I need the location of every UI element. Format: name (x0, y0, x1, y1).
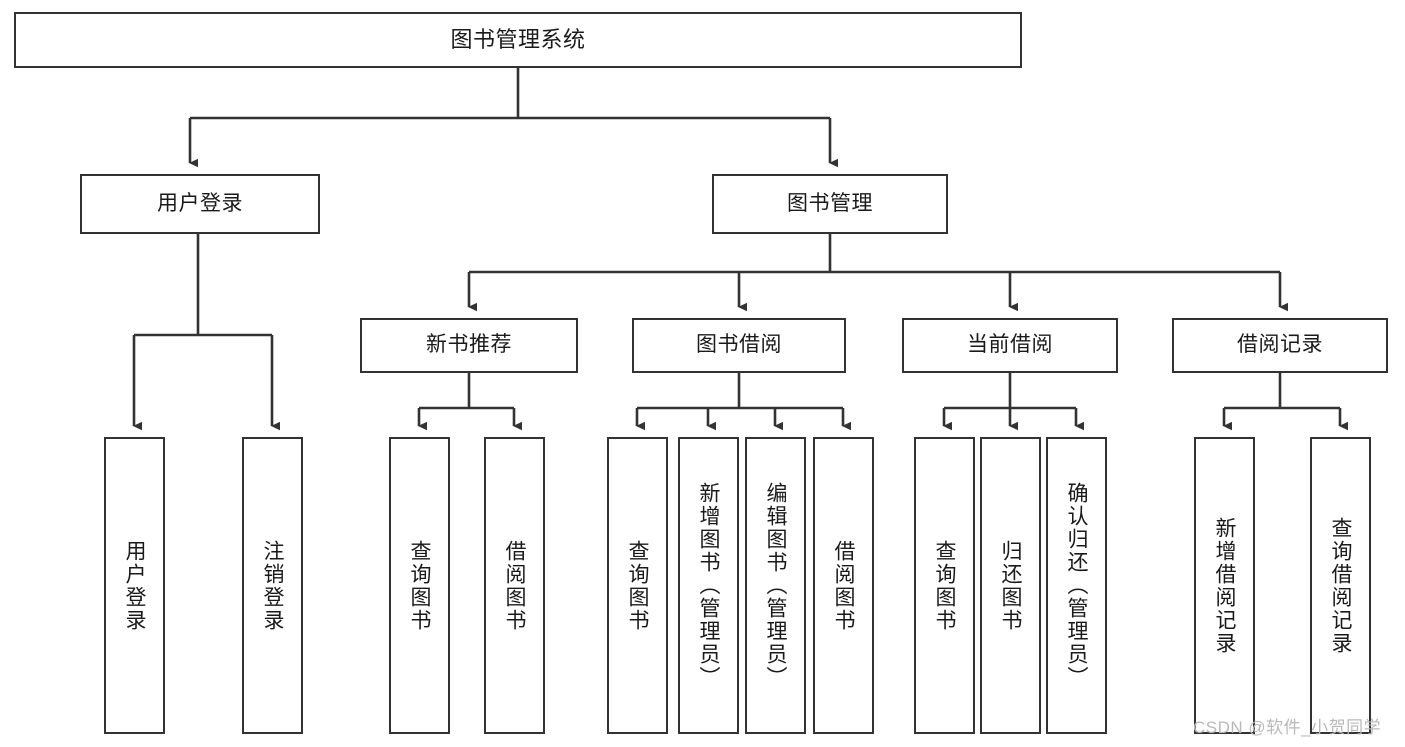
leaf-edit-book-admin-label: 编辑图书（管理员） (764, 482, 787, 689)
leaf-edit-book-admin[interactable]: 编辑图书（管理员） (745, 437, 806, 734)
leaf-query-book-borrow[interactable]: 查询图书 (607, 437, 668, 734)
node-book-management-label: 图书管理 (787, 191, 873, 215)
leaf-query-book-recommend-label: 查询图书 (408, 539, 431, 632)
node-new-book-recommend[interactable]: 新书推荐 (360, 318, 578, 373)
leaf-query-book-borrow-label: 查询图书 (626, 539, 649, 632)
node-borrow-record-label: 借阅记录 (1237, 333, 1323, 357)
leaf-query-book-current-label: 查询图书 (933, 539, 956, 632)
node-current-borrow[interactable]: 当前借阅 (902, 318, 1118, 373)
node-book-borrow-label: 图书借阅 (696, 333, 782, 357)
leaf-query-book-current[interactable]: 查询图书 (914, 437, 975, 734)
leaf-return-book-label: 归还图书 (999, 539, 1022, 632)
leaf-confirm-return-admin[interactable]: 确认归还（管理员） (1046, 437, 1107, 734)
leaf-logout-label: 注销登录 (261, 539, 284, 632)
leaf-borrow-book-recommend-label: 借阅图书 (503, 539, 526, 632)
leaf-borrow-book-label: 借阅图书 (832, 539, 855, 632)
leaf-add-book-admin[interactable]: 新增图书（管理员） (678, 437, 739, 734)
leaf-borrow-book[interactable]: 借阅图书 (813, 437, 874, 734)
leaf-add-borrow-record[interactable]: 新增借阅记录 (1194, 437, 1255, 734)
node-current-borrow-label: 当前借阅 (967, 333, 1053, 357)
leaf-user-login[interactable]: 用户登录 (104, 437, 165, 734)
leaf-return-book[interactable]: 归还图书 (980, 437, 1041, 734)
leaf-query-borrow-record-label: 查询借阅记录 (1329, 516, 1352, 655)
leaf-add-book-admin-label: 新增图书（管理员） (697, 482, 720, 689)
leaf-query-book-recommend[interactable]: 查询图书 (389, 437, 450, 734)
leaf-add-borrow-record-label: 新增借阅记录 (1213, 516, 1236, 655)
node-root-label: 图书管理系统 (450, 27, 586, 53)
node-user-login-label: 用户登录 (157, 191, 243, 215)
node-book-borrow[interactable]: 图书借阅 (632, 318, 846, 373)
leaf-user-login-label: 用户登录 (123, 539, 146, 632)
leaf-confirm-return-admin-label: 确认归还（管理员） (1065, 482, 1088, 689)
node-borrow-record[interactable]: 借阅记录 (1172, 318, 1388, 373)
node-new-book-recommend-label: 新书推荐 (426, 333, 512, 357)
leaf-borrow-book-recommend[interactable]: 借阅图书 (484, 437, 545, 734)
node-root[interactable]: 图书管理系统 (14, 12, 1022, 68)
node-book-management[interactable]: 图书管理 (712, 174, 948, 234)
leaf-query-borrow-record[interactable]: 查询借阅记录 (1310, 437, 1371, 734)
leaf-logout[interactable]: 注销登录 (242, 437, 303, 734)
node-user-login[interactable]: 用户登录 (80, 174, 320, 234)
